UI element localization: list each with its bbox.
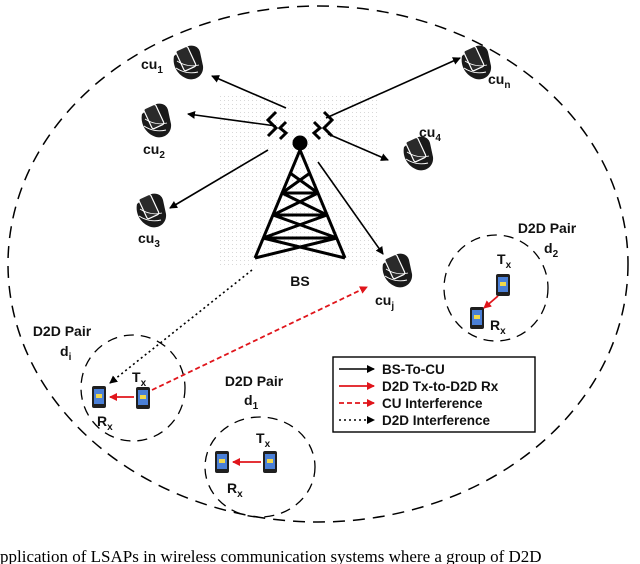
legend-label-cu-interference: CU Interference [382, 396, 483, 411]
d2d-pair-1-boundary [204, 416, 316, 518]
signal-waves [265, 110, 335, 141]
figure-caption: pplication of LSAPs in wireless communic… [0, 547, 542, 564]
legend: BS-To-CU D2D Tx-to-D2D Rx CU Interferenc… [332, 356, 536, 433]
d2d-pair-i-tx-phone-icon [136, 387, 150, 409]
cun-label: cun [488, 71, 510, 91]
d2d-pair-i-rx-phone-icon [92, 386, 106, 408]
d2d-pair-1-title: D2D Pair [225, 373, 284, 389]
bs-to-cu-arrows [169, 57, 461, 255]
legend-label-d2d-link: D2D Tx-to-D2D Rx [382, 379, 499, 394]
d2d-pair-1-rx-phone-icon [215, 451, 229, 473]
d2d-pair-1-rx-label: Rx [227, 480, 243, 500]
d2d-pair-2-title: D2D Pair [518, 220, 577, 236]
legend-label-d2d-interference: D2D Interference [382, 413, 491, 428]
cu3-phone-icon [136, 193, 167, 228]
d2d-pair-2-rx-label: Rx [490, 317, 506, 337]
cu1-label: cu1 [141, 56, 163, 76]
d2d-pair-2-name: d2 [544, 240, 559, 260]
cu4-label: cu4 [419, 124, 441, 144]
d2d-pair-1-name: d1 [244, 392, 259, 412]
d2d-pair-2-boundary [443, 234, 549, 342]
cu2-phone-icon [141, 103, 172, 138]
d2d-pair-1-tx-phone-icon [263, 451, 277, 473]
d2d-pair-i-boundary [80, 334, 186, 442]
cuj-phone-icon [382, 253, 413, 288]
d2d-pair-2-tx-phone-icon [496, 274, 510, 296]
legend-label-bs-to-cu: BS-To-CU [382, 362, 445, 377]
cu1-phone-icon [173, 45, 204, 80]
d2d-pair-i-name: di [60, 343, 72, 363]
cu2-label: cu2 [143, 141, 165, 161]
d2d-pair-2-rx-phone-icon [470, 307, 484, 329]
d2d-pair-1-tx-label: Tx [256, 430, 271, 450]
d2d-pair-2-tx-label: Tx [497, 251, 512, 271]
bs-label: BS [290, 273, 309, 289]
d2d-pair-i-rx-label: Rx [97, 413, 113, 433]
bs-tower-icon [253, 135, 347, 260]
cu3-label: cu3 [138, 230, 160, 250]
d2d-pair-2-link [483, 295, 499, 309]
cell-boundary [7, 5, 629, 523]
cun-phone-icon [461, 45, 492, 80]
d2d-pair-i-tx-label: Tx [132, 369, 147, 389]
cu4-phone-icon [403, 136, 434, 171]
cuj-label: cuj [375, 292, 394, 312]
d2d-pair-i-title: D2D Pair [33, 323, 92, 339]
d2d-interference-arrow [109, 269, 253, 384]
